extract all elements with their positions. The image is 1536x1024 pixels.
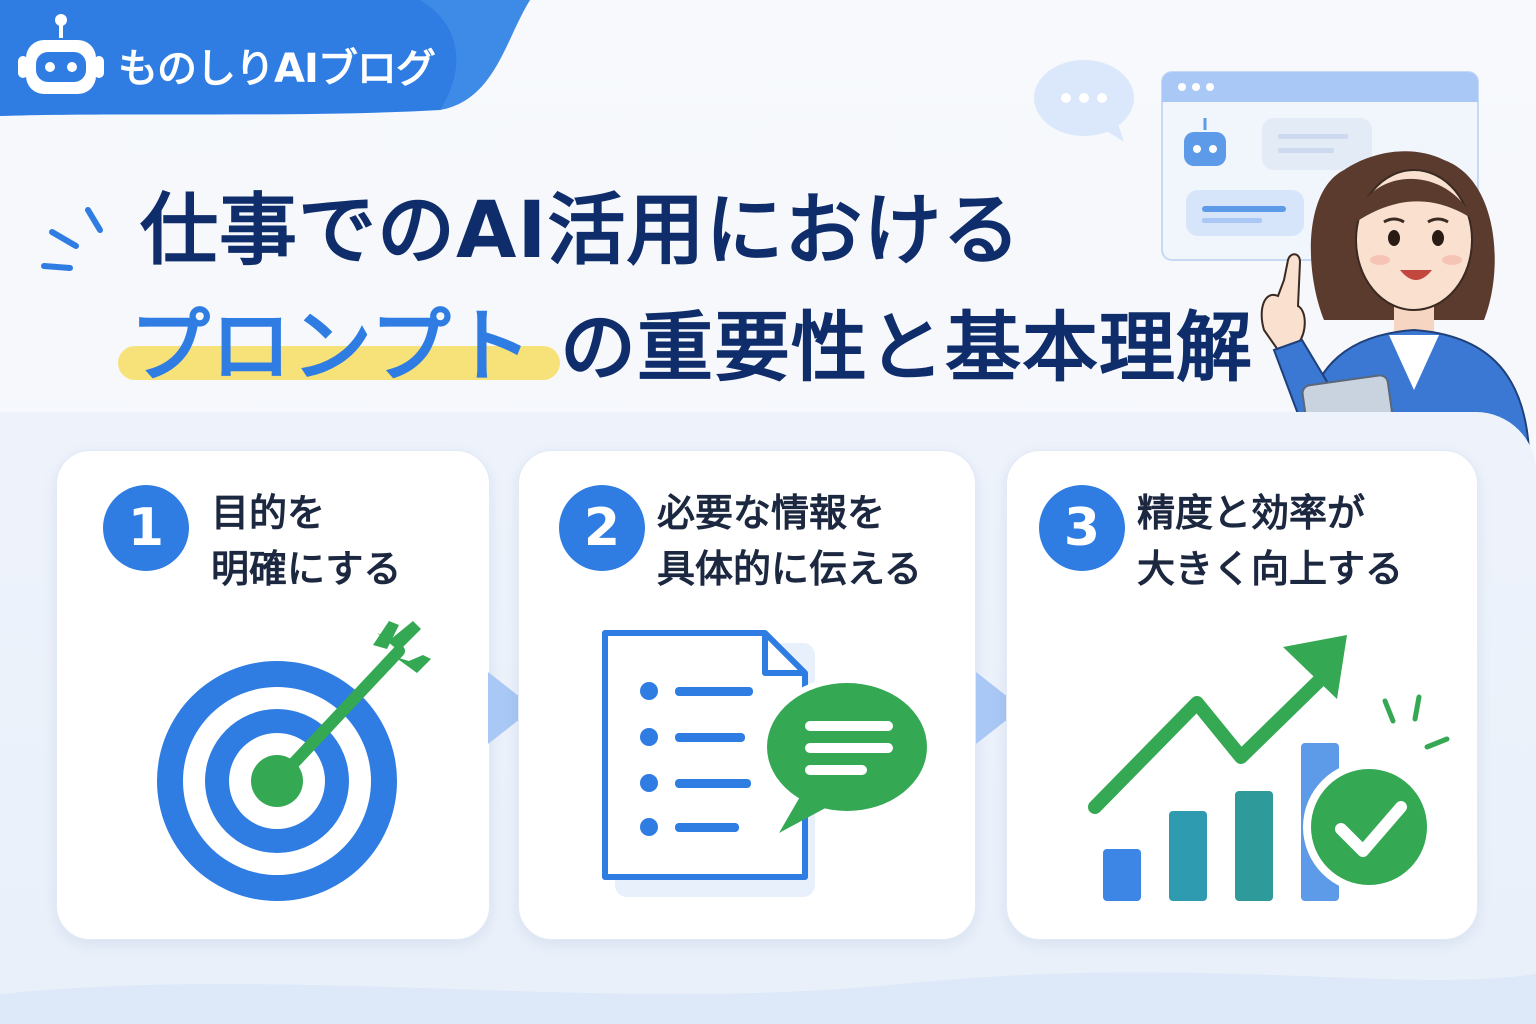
step-number-3: 3 <box>1039 485 1125 571</box>
step-number-2: 2 <box>559 485 645 571</box>
step-3-text-line-1: 精度と効率が <box>1137 491 1366 535</box>
title-highlight-bar <box>118 346 560 380</box>
step-2-text-line-2: 具体的に伝える <box>657 547 922 591</box>
brand-name: ものしりAIブログ <box>118 46 436 92</box>
sparkle-icon <box>41 207 103 271</box>
step-1-text-line-1: 目的を <box>211 491 326 535</box>
step-1-text-line-2: 明確にする <box>211 547 402 591</box>
title-line-1: 仕事でのAI活用における <box>140 186 1022 276</box>
step-card-1: 1 目的を 明確にする <box>56 450 490 940</box>
bottom-wave-decoration <box>0 972 1536 1024</box>
document-chat-icon <box>602 630 933 897</box>
brand-badge[interactable]: ものしりAIブログ <box>0 0 560 120</box>
title-highlight-word: プロンプト <box>130 300 533 393</box>
robot-icon <box>18 14 104 94</box>
title-line-2: の重要性と基本理解 <box>560 303 1253 392</box>
step-2-text-line-1: 必要な情報を <box>657 491 886 535</box>
step-number-1: 1 <box>103 485 189 571</box>
speech-bubble-icon <box>1034 60 1134 142</box>
brand-badge-shape <box>0 0 530 116</box>
target-icon <box>157 621 431 901</box>
step-card-2: 2 必要な情報を 具体的に伝える <box>518 450 976 940</box>
step-card-3: 3 精度と効率が 大きく向上する <box>1006 450 1478 940</box>
growth-chart-icon <box>1088 635 1450 901</box>
presenter-illustration <box>1260 151 1531 456</box>
step-3-text-line-2: 大きく向上する <box>1137 547 1404 591</box>
